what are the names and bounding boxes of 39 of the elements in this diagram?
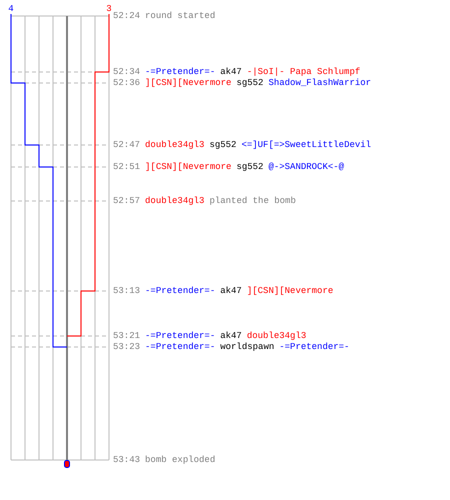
player-name: ][CSN][Nevermore <box>145 162 232 172</box>
event-text: bomb exploded <box>145 455 216 465</box>
team-count: 3 <box>104 4 114 14</box>
player-name: -=Pretender=- <box>145 67 216 77</box>
timestamp: 52:36 <box>113 78 140 88</box>
event-text: round started <box>145 11 216 21</box>
player-count-step-line <box>10 14 68 348</box>
player-name: double34gl3 <box>246 331 306 341</box>
timestamp: 53:21 <box>113 331 140 341</box>
player-name: -=Pretender=- <box>279 342 350 352</box>
player-name: double34gl3 <box>145 196 204 206</box>
timestamp: 52:24 <box>113 11 140 21</box>
player-count-step-line <box>66 14 110 336</box>
event-text: planted the bomb <box>209 196 296 206</box>
weapon-name: sg552 <box>209 140 236 150</box>
timestamp: 52:51 <box>113 162 140 172</box>
player-name: ][CSN][Nevermore <box>246 286 334 296</box>
timestamp: 52:34 <box>113 67 140 77</box>
weapon-name: ak47 <box>220 331 242 341</box>
player-name: -|SoI|- Papa Schlumpf <box>246 67 360 77</box>
weapon-name: sg552 <box>236 78 264 88</box>
timestamp: 53:13 <box>113 286 140 296</box>
player-name: double34gl3 <box>145 140 204 150</box>
team-count: 4 <box>6 4 16 14</box>
timestamp: 53:23 <box>113 342 140 352</box>
player-name: Shadow_FlashWarrior <box>268 78 372 88</box>
player-name: -=Pretender=- <box>145 342 216 352</box>
timestamp: 52:57 <box>113 196 140 206</box>
player-name: ][CSN][Nevermore <box>145 78 232 88</box>
player-name: @->SANDROCK<-@ <box>268 162 344 172</box>
weapon-name: sg552 <box>236 162 264 172</box>
weapon-name: ak47 <box>220 286 242 296</box>
weapon-name: worldspawn <box>220 342 274 352</box>
weapon-name: ak47 <box>220 67 242 77</box>
player-name: <=]UF[=>SweetLittleDevil <box>241 140 372 150</box>
timestamp: 52:47 <box>113 140 140 150</box>
player-name: -=Pretender=- <box>145 331 216 341</box>
timestamp: 53:43 <box>113 455 140 465</box>
player-name: -=Pretender=- <box>145 286 216 296</box>
